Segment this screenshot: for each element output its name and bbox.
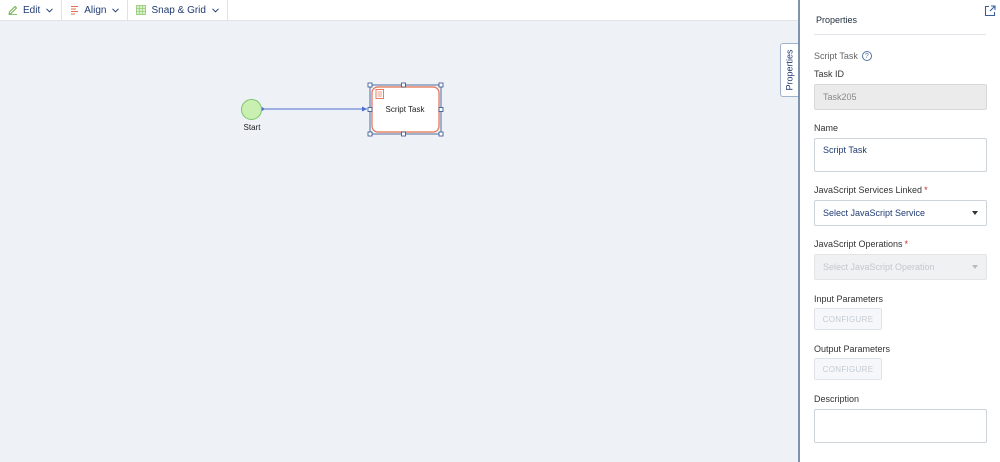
name-label: Name — [814, 123, 839, 133]
chevron-down-icon — [212, 7, 219, 13]
resize-handle-ne[interactable] — [438, 82, 444, 88]
resize-handle-s[interactable] — [401, 131, 406, 137]
snap-grid-menu-button[interactable]: Snap & Grid — [128, 0, 228, 20]
chevron-down-icon — [46, 7, 54, 13]
script-task-node[interactable]: Script Task — [367, 82, 444, 137]
help-icon[interactable]: ? — [861, 51, 872, 61]
task-id-label: Task ID — [814, 69, 845, 79]
panel-title: Properties — [816, 15, 858, 25]
resize-handle-sw[interactable] — [367, 131, 373, 137]
properties-tab-label: Properties — [785, 49, 795, 91]
resize-handle-n[interactable] — [401, 82, 406, 88]
align-menu-button[interactable]: Align — [62, 0, 129, 20]
diagram-svg[interactable]: Start Script Task — [0, 21, 798, 462]
element-type-label: Script Task ? — [814, 51, 872, 61]
grid-icon — [136, 5, 147, 15]
resize-handle-e[interactable] — [438, 107, 444, 112]
resize-handle-nw[interactable] — [367, 82, 373, 88]
sequence-flow-arrow — [362, 106, 367, 112]
description-label: Description — [814, 394, 860, 404]
align-icon — [70, 5, 79, 15]
js-services-select[interactable]: Select JavaScript Service — [814, 200, 987, 226]
resize-handle-se[interactable] — [438, 131, 444, 137]
js-operations-label: JavaScript Operations* — [814, 239, 908, 249]
js-services-select-value: Select JavaScript Service — [823, 208, 926, 218]
input-params-label: Input Parameters — [814, 294, 884, 304]
start-event-label: Start — [244, 123, 262, 132]
caret-down-icon — [972, 265, 978, 269]
diagram-canvas[interactable]: Start Script Task — [0, 21, 798, 462]
properties-tab[interactable]: Properties — [780, 43, 799, 97]
js-operations-label-text: JavaScript Operations — [814, 239, 903, 249]
popout-icon[interactable] — [984, 4, 996, 17]
output-params-label: Output Parameters — [814, 344, 891, 354]
name-field[interactable]: Script Task — [814, 138, 987, 172]
properties-panel: Properties Script Task ? Task ID Task205… — [798, 0, 1000, 462]
script-task-label: Script Task — [386, 105, 426, 114]
js-operations-select: Select JavaScript Operation — [814, 254, 987, 280]
chevron-down-icon — [112, 7, 120, 13]
output-configure-button[interactable]: CONFIGURE — [814, 358, 882, 380]
js-services-label: JavaScript Services Linked* — [814, 185, 928, 195]
edit-menu-label: Edit — [23, 4, 41, 16]
resize-handle-w[interactable] — [367, 107, 373, 112]
script-icon — [375, 89, 384, 99]
snap-grid-menu-label: Snap & Grid — [151, 4, 206, 16]
align-menu-label: Align — [84, 4, 107, 16]
input-configure-button[interactable]: CONFIGURE — [814, 308, 882, 330]
divider — [814, 34, 986, 35]
task-id-field: Task205 — [814, 84, 987, 110]
required-mark: * — [904, 239, 909, 249]
start-event[interactable] — [241, 99, 262, 120]
description-field[interactable] — [814, 409, 987, 443]
element-type-text: Script Task — [814, 51, 858, 61]
required-mark: * — [924, 185, 928, 195]
toolbar: Edit Align Snap & Grid — [0, 0, 798, 21]
js-services-label-text: JavaScript Services Linked — [814, 185, 923, 195]
edit-menu-button[interactable]: Edit — [0, 0, 63, 20]
js-operations-select-value: Select JavaScript Operation — [823, 262, 935, 272]
pencil-icon — [8, 5, 18, 15]
caret-down-icon — [972, 211, 978, 215]
